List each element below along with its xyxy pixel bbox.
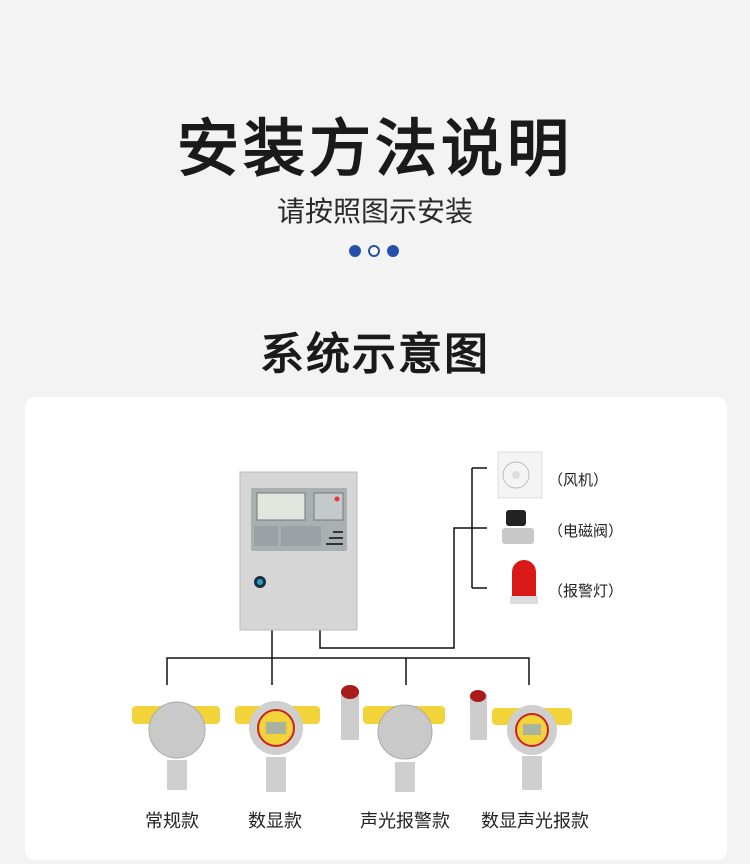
page-subtitle: 请按照图示安装 (276, 195, 473, 228)
valve-label: （电磁阀） (548, 522, 624, 540)
detector-standard-icon (132, 701, 220, 790)
detector-label: 声光报警款 (360, 811, 450, 832)
wiring-lines (166, 467, 530, 685)
dot-indicator (387, 245, 399, 257)
detector-display-sound-light-icon (470, 690, 572, 790)
controller-cabinet (239, 471, 358, 631)
solenoid-valve-icon (502, 510, 534, 544)
detector-sound-light-icon (341, 685, 445, 792)
alarm-light-label: （报警灯） (548, 582, 624, 600)
diagram-card (25, 397, 727, 860)
fan-label: （风机） (548, 471, 609, 489)
detector-label: 常规款 (145, 811, 199, 832)
detector-label: 数显款 (248, 811, 302, 832)
section-title: 系统示意图 (260, 329, 490, 380)
fan-icon (497, 451, 543, 499)
detector-label: 数显声光报款 (481, 811, 589, 832)
dot-indicator (368, 245, 380, 257)
alarm-light-icon (510, 560, 538, 604)
page-title: 安装方法说明 (176, 112, 573, 185)
detector-display-icon (235, 701, 320, 792)
dot-indicator (349, 245, 361, 257)
